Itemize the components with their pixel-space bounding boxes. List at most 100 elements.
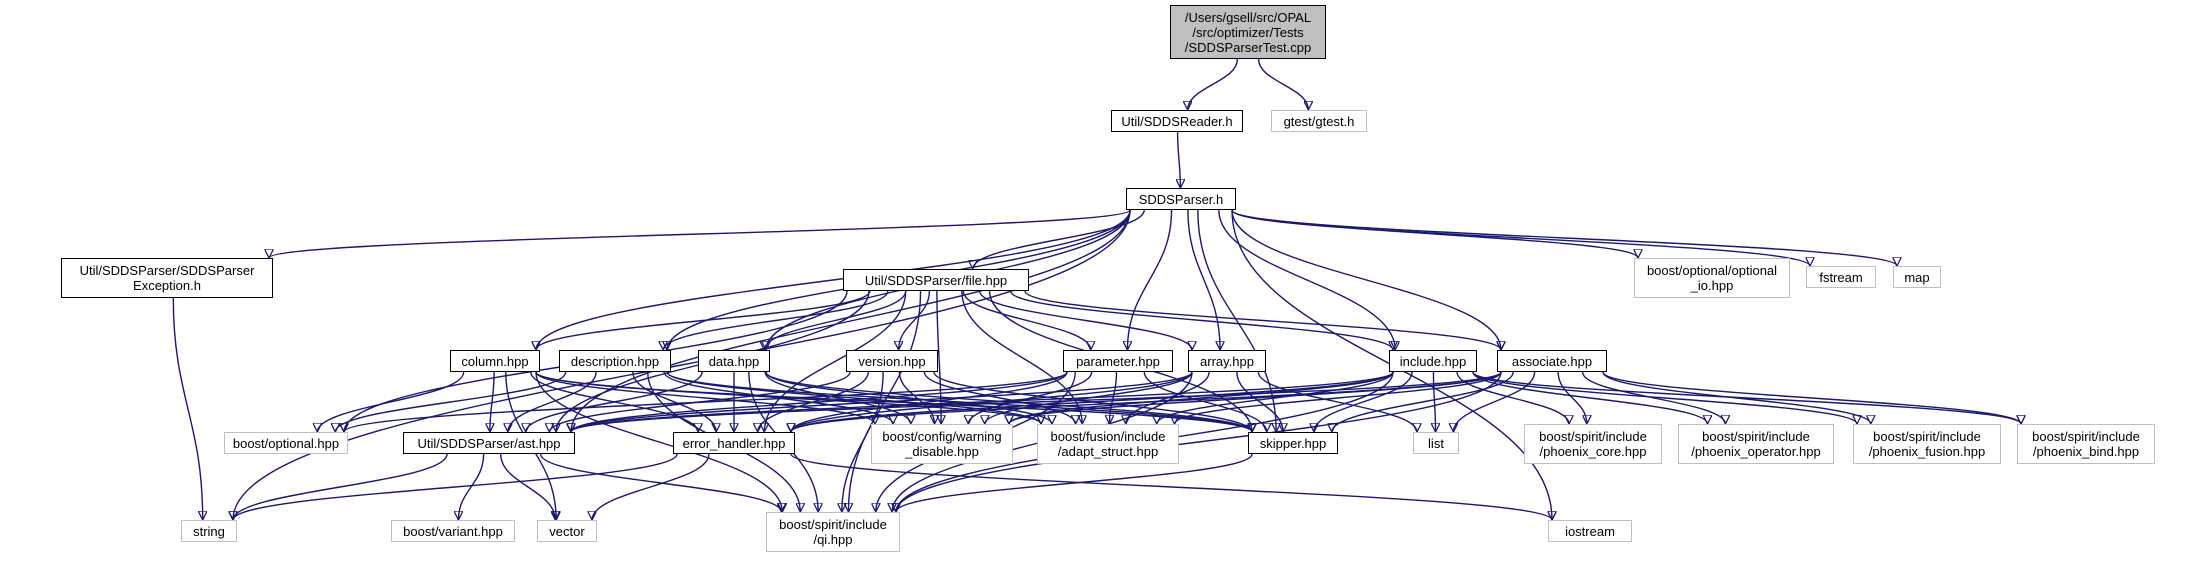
node-label: Util/SDDSParser/file.hpp — [864, 272, 1008, 288]
edge-error_handler-to-vector — [592, 453, 710, 521]
node-file-hpp[interactable]: Util/SDDSParser/file.hpp — [843, 269, 1029, 291]
node-label: Util/SDDSParser/ast.hpp — [417, 435, 561, 451]
node-phoenix-bind-hpp: boost/spirit/include /phoenix_bind.hpp — [2017, 424, 2155, 464]
node-label-line: boost/optional/optional — [1646, 263, 1778, 278]
edge-parameter-to-warning_disable — [968, 371, 1093, 425]
node-skipper-hpp[interactable]: skipper.hpp — [1248, 432, 1338, 454]
edge-file-to-include — [1009, 290, 1393, 351]
node-label: parameter.hpp — [1076, 353, 1160, 369]
edge-sddsparser-to-exception — [269, 209, 1131, 259]
edge-associate-to-phoenix_fusion — [1602, 371, 1871, 425]
node-label-line: /adapt_struct.hpp — [1057, 444, 1159, 459]
node-sddsparserexception-h[interactable]: Util/SDDSParser/SDDSParser Exception.h — [61, 258, 273, 298]
node-label: gtest/gtest.h — [1283, 113, 1355, 129]
node-label-line: boost/spirit/include — [2032, 429, 2140, 444]
edge-version-to-qi — [842, 371, 884, 512]
node-label: column.hpp — [461, 353, 529, 369]
node-iostream: iostream — [1548, 520, 1632, 542]
edge-include-to-phoenix_operator — [1472, 371, 1708, 425]
edge-include-to-ast — [571, 371, 1394, 433]
node-label: fstream — [1819, 269, 1863, 285]
node-column-hpp[interactable]: column.hpp — [450, 350, 540, 372]
edge-sddsparser-to-include — [1218, 209, 1395, 350]
node-label: include.hpp — [1399, 353, 1467, 369]
node-boost-optional-hpp: boost/optional.hpp — [224, 432, 348, 454]
edge-file-to-description — [663, 290, 889, 351]
edge-associate-to-phoenix_operator — [1581, 371, 1726, 425]
node-associate-hpp[interactable]: associate.hpp — [1497, 350, 1607, 372]
node-label-line: /phoenix_operator.hpp — [1691, 444, 1821, 459]
node-error-handler-hpp[interactable]: error_handler.hpp — [673, 432, 795, 454]
edge-file-to-version — [899, 290, 931, 350]
edge-ast-to-string — [233, 453, 448, 521]
node-label: description.hpp — [570, 353, 660, 369]
edge-sddsparser-to-optional_io — [1231, 209, 1638, 259]
node-list: list — [1413, 432, 1459, 454]
node-optional-io-hpp: boost/optional/optional _io.hpp — [1634, 258, 1790, 298]
node-label: boost/optional.hpp — [232, 435, 340, 451]
edge-associate-to-phoenix_bind — [1602, 371, 2021, 425]
edge-error_handler-to-iostream — [790, 453, 1552, 521]
edge-array-to-ast — [571, 371, 1193, 433]
node-warning-disable-hpp: boost/config/warning _disable.hpp — [871, 424, 1013, 464]
node-include-hpp[interactable]: include.hpp — [1389, 350, 1477, 372]
edge-skipper-to-qi — [896, 453, 1253, 513]
edge-file-to-error_handler — [764, 290, 907, 432]
node-parameter-hpp[interactable]: parameter.hpp — [1063, 350, 1173, 372]
node-label-line: boost/config/warning — [882, 429, 1002, 444]
edge-sddsparser-to-fstream — [1231, 209, 1810, 267]
edge-error_handler-to-string — [233, 453, 678, 521]
node-label: associate.hpp — [1511, 353, 1593, 369]
edge-sddsparser-to-file — [973, 209, 1145, 270]
edge-file-to-parameter — [962, 290, 1090, 351]
edge-parameter-to-optional — [344, 371, 1068, 433]
node-label: Util/SDDSReader.h — [1121, 113, 1233, 129]
node-gtest-h: gtest/gtest.h — [1271, 110, 1367, 132]
edge-sddsparser-to-array — [1187, 209, 1220, 350]
node-data-hpp[interactable]: data.hpp — [698, 350, 770, 372]
node-sddsparser-h[interactable]: SDDSParser.h — [1126, 188, 1236, 210]
node-ast-hpp[interactable]: Util/SDDSParser/ast.hpp — [403, 432, 575, 454]
edge-exception-to-string — [172, 297, 202, 520]
node-label-line: /qi.hpp — [813, 532, 853, 547]
node-label-line: /src/optimizer/Tests — [1192, 24, 1304, 40]
edge-file-to-column — [536, 290, 871, 351]
edge-parameter-to-ast — [571, 371, 1068, 433]
node-label-line: _io.hpp — [1690, 278, 1734, 293]
edge-parameter-to-error_handler — [791, 371, 1068, 433]
node-label-line: boost/fusion/include — [1050, 429, 1166, 444]
edge-data-to-warning_disable — [764, 371, 911, 425]
edge-ast-to-vector — [500, 453, 556, 521]
edge-sddsparser-to-map — [1231, 209, 1897, 267]
node-fstream: fstream — [1806, 266, 1876, 288]
node-phoenix-core-hpp: boost/spirit/include /phoenix_core.hpp — [1524, 424, 1662, 464]
node-label: SDDSParser.h — [1138, 191, 1224, 207]
edge-data-to-skipper — [765, 371, 1252, 433]
node-label: version.hpp — [858, 353, 926, 369]
edge-column-to-qi — [535, 371, 782, 512]
edge-parameter-to-adapt_struct — [1110, 371, 1118, 424]
edge-file-to-adapt_struct — [961, 290, 1082, 424]
node-label-line: _disable.hpp — [905, 444, 979, 459]
node-phoenix-operator-hpp: boost/spirit/include /phoenix_operator.h… — [1678, 424, 1834, 464]
edge-include-to-phoenix_core — [1456, 371, 1569, 425]
node-label-line: /phoenix_fusion.hpp — [1868, 444, 1986, 459]
edge-description-to-skipper — [666, 371, 1252, 433]
node-label-line: /phoenix_core.hpp — [1539, 444, 1647, 459]
node-array-hpp[interactable]: array.hpp — [1188, 350, 1266, 372]
node-vector: vector — [537, 520, 597, 542]
edge-sddsparser-to-column — [536, 209, 1131, 351]
node-label: string — [193, 523, 225, 539]
node-label: vector — [549, 523, 585, 539]
edge-include-to-adapt_struct — [1157, 371, 1394, 425]
edge-root-to-sddsreader — [1188, 58, 1239, 111]
edge-root-to-gtest — [1257, 58, 1309, 111]
edge-file-to-data — [764, 290, 907, 351]
node-boost-variant-hpp: boost/variant.hpp — [391, 520, 515, 542]
node-label: map — [1904, 269, 1930, 285]
edge-description-to-adapt_struct — [666, 371, 1041, 425]
node-sddsreader-h[interactable]: Util/SDDSReader.h — [1111, 110, 1243, 132]
node-version-hpp[interactable]: version.hpp — [846, 350, 938, 372]
node-description-hpp[interactable]: description.hpp — [559, 350, 671, 372]
